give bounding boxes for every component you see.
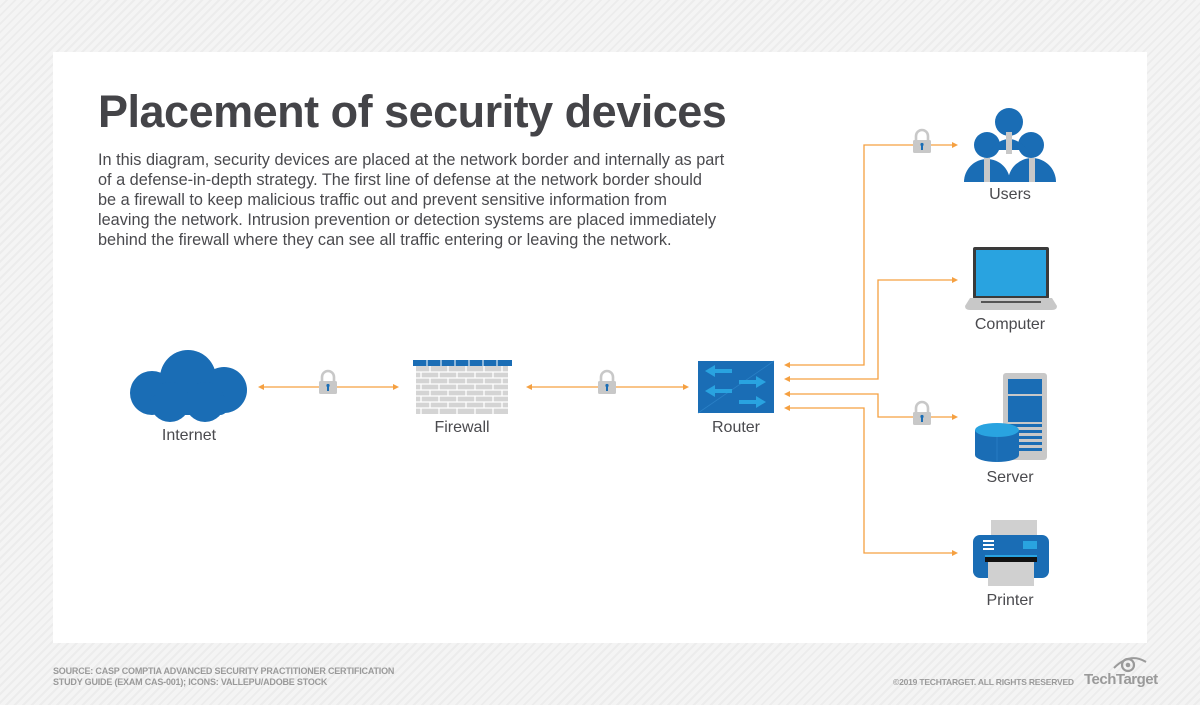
arrowheads	[784, 142, 958, 556]
node-label-server: Server	[986, 469, 1034, 486]
source-credit: SOURCE: CASP COMPTIA ADVANCED SECURITY P…	[53, 666, 394, 688]
node-label-firewall: Firewall	[434, 419, 490, 436]
copyright: ©2019 TECHTARGET. ALL RIGHTS RESERVED	[893, 677, 1074, 687]
description-line: of a defense-in-depth strategy. The firs…	[98, 171, 702, 189]
diagram-card	[53, 52, 1147, 643]
node-label-computer: Computer	[974, 316, 1046, 333]
node-label-router: Router	[711, 419, 761, 436]
users-icon	[964, 108, 1056, 182]
printer-icon	[973, 520, 1049, 586]
description-line: behind the firewall where they can see a…	[98, 231, 672, 249]
router-icon	[697, 360, 775, 414]
techtarget-logo: TechTarget	[1084, 671, 1158, 688]
techtarget-eye-icon	[1113, 657, 1147, 673]
node-label-printer: Printer	[986, 592, 1034, 609]
connector-router-users	[789, 144, 952, 366]
page-title: Placement of security devices	[98, 86, 727, 137]
lock-icon	[596, 369, 618, 396]
connector-router-printer	[789, 407, 952, 554]
description-line: be a firewall to keep malicious traffic …	[98, 191, 667, 209]
connector-router-computer	[789, 279, 952, 380]
source-line: STUDY GUIDE (EXAM CAS-001); ICONS: VALLE…	[53, 677, 328, 687]
description-line: In this diagram, security devices are pl…	[98, 151, 725, 169]
lock-icon	[911, 400, 933, 427]
source-line: SOURCE: CASP COMPTIA ADVANCED SECURITY P…	[53, 666, 395, 676]
laptop-icon	[965, 247, 1057, 310]
lock-icon	[317, 369, 339, 396]
cloud-icon	[130, 350, 247, 422]
node-label-internet: Internet	[161, 427, 217, 444]
node-label-users: Users	[989, 186, 1031, 203]
description-line: leaving the network. Intrusion preventio…	[98, 211, 717, 229]
lock-icon	[911, 128, 933, 155]
server-icon	[975, 373, 1047, 462]
firewall-icon	[413, 360, 512, 414]
description: In this diagram, security devices are pl…	[98, 150, 838, 250]
